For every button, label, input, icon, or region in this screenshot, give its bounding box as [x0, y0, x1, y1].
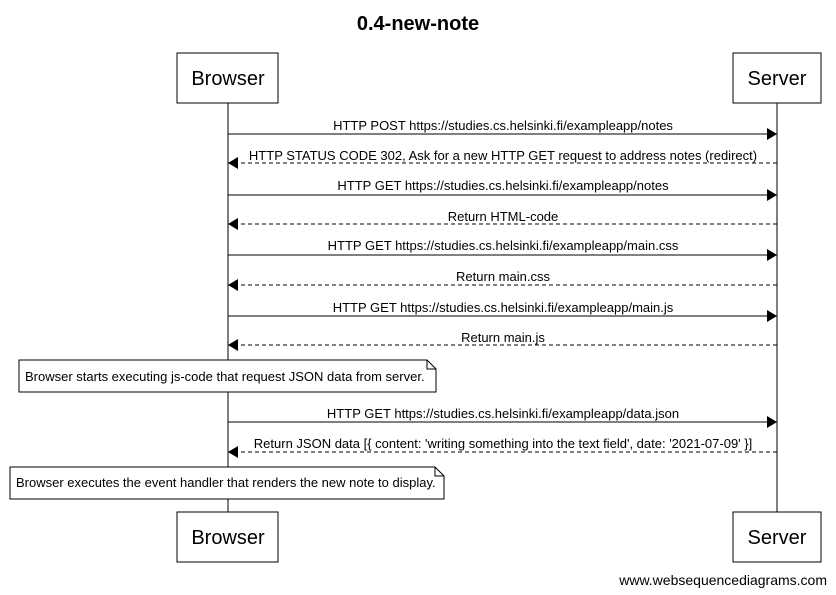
message-1: HTTP POST https://studies.cs.helsinki.fi… [228, 118, 777, 140]
note-2: Browser executes the event handler that … [9, 466, 445, 500]
note-1: Browser starts executing js-code that re… [18, 359, 437, 393]
participant-browser-bottom: Browser [176, 511, 279, 563]
note-label: Browser executes the event handler that … [16, 475, 436, 490]
message-label: Return JSON data [{ content: 'writing so… [254, 436, 752, 451]
message-6: Return main.css [228, 269, 777, 291]
message-3: HTTP GET https://studies.cs.helsinki.fi/… [228, 178, 777, 201]
message-8: Return main.js [228, 330, 777, 351]
participant-label: Browser [191, 68, 265, 90]
participant-server-top: Server [732, 52, 822, 104]
message-label: HTTP STATUS CODE 302, Ask for a new HTTP… [249, 148, 757, 163]
participant-label: Server [748, 68, 807, 90]
participant-label: Server [748, 527, 807, 549]
note-label: Browser starts executing js-code that re… [25, 369, 425, 384]
message-label: HTTP GET https://studies.cs.helsinki.fi/… [333, 300, 674, 315]
participant-label: Browser [191, 527, 265, 549]
message-4: Return HTML-code [228, 209, 777, 230]
participant-server-bottom: Server [732, 511, 822, 563]
message-10: Return JSON data [{ content: 'writing so… [228, 436, 777, 458]
message-label: HTTP GET https://studies.cs.helsinki.fi/… [337, 178, 669, 193]
message-2: HTTP STATUS CODE 302, Ask for a new HTTP… [228, 148, 777, 169]
message-label: Return main.js [461, 330, 545, 345]
message-label: HTTP POST https://studies.cs.helsinki.fi… [333, 118, 673, 133]
diagram-title: 0.4-new-note [357, 13, 479, 35]
message-label: Return HTML-code [448, 209, 559, 224]
message-7: HTTP GET https://studies.cs.helsinki.fi/… [228, 300, 777, 322]
message-9: HTTP GET https://studies.cs.helsinki.fi/… [228, 406, 777, 428]
message-label: HTTP GET https://studies.cs.helsinki.fi/… [327, 406, 679, 421]
participant-browser-top: Browser [176, 52, 279, 104]
message-label: Return main.css [456, 269, 550, 284]
message-label: HTTP GET https://studies.cs.helsinki.fi/… [328, 238, 679, 253]
footer-watermark: www.websequencediagrams.com [618, 572, 827, 588]
message-5: HTTP GET https://studies.cs.helsinki.fi/… [228, 238, 777, 261]
